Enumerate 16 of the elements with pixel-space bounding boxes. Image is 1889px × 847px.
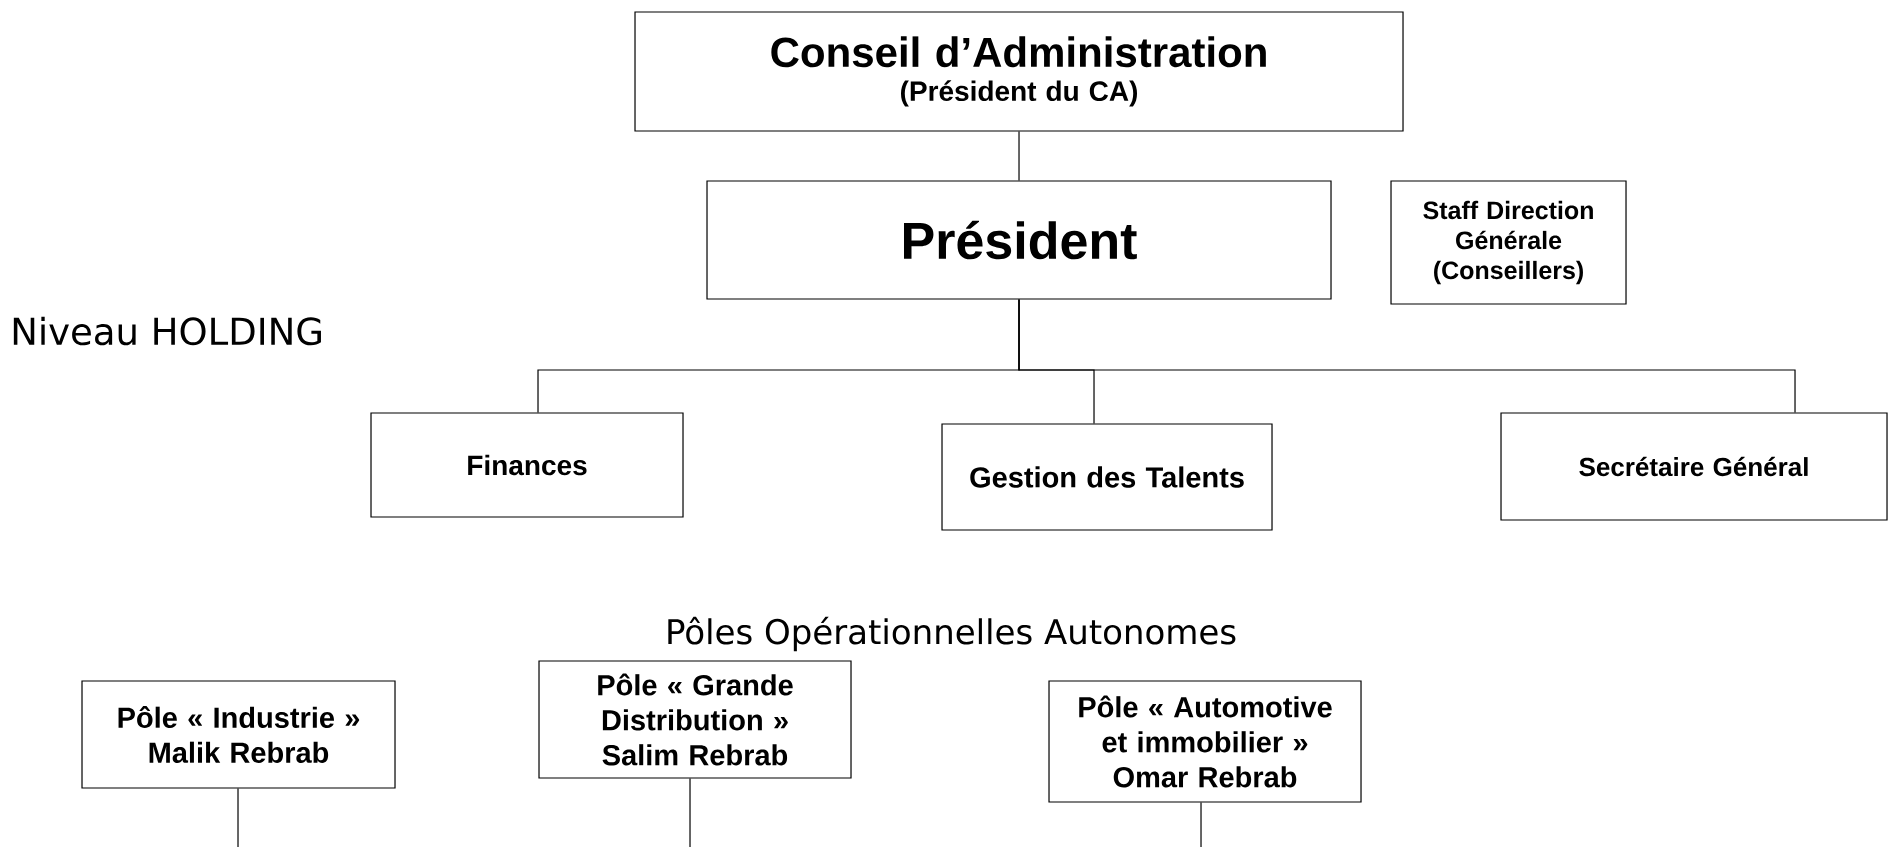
org-box: Pôle « Automotive et immobilier » Omar Rebrab <box>1048 680 1362 803</box>
connector-line <box>1018 299 1796 413</box>
section-label: Pôles Opérationnelles Autonomes <box>668 616 1236 652</box>
org-box: Secrétaire Général <box>1500 412 1888 521</box>
connector-line <box>1018 131 1020 181</box>
connector-line <box>689 778 691 847</box>
connector-line <box>1200 802 1202 847</box>
org-box: Président <box>706 180 1332 300</box>
org-box: Gestion des Talents <box>941 423 1273 531</box>
org-box: Pôle « Industrie » Malik Rebrab <box>81 680 396 789</box>
section-label: Niveau HOLDING <box>13 316 321 346</box>
org-box: Finances <box>370 412 684 518</box>
org-box: Staff Direction Générale (Conseillers) <box>1390 180 1627 305</box>
org-box: Conseil d’Administration (Président du CA) <box>634 11 1404 132</box>
connector-line <box>237 788 239 847</box>
org-box: Pôle « Grande Distribution » Salim Rebrab <box>538 660 852 779</box>
